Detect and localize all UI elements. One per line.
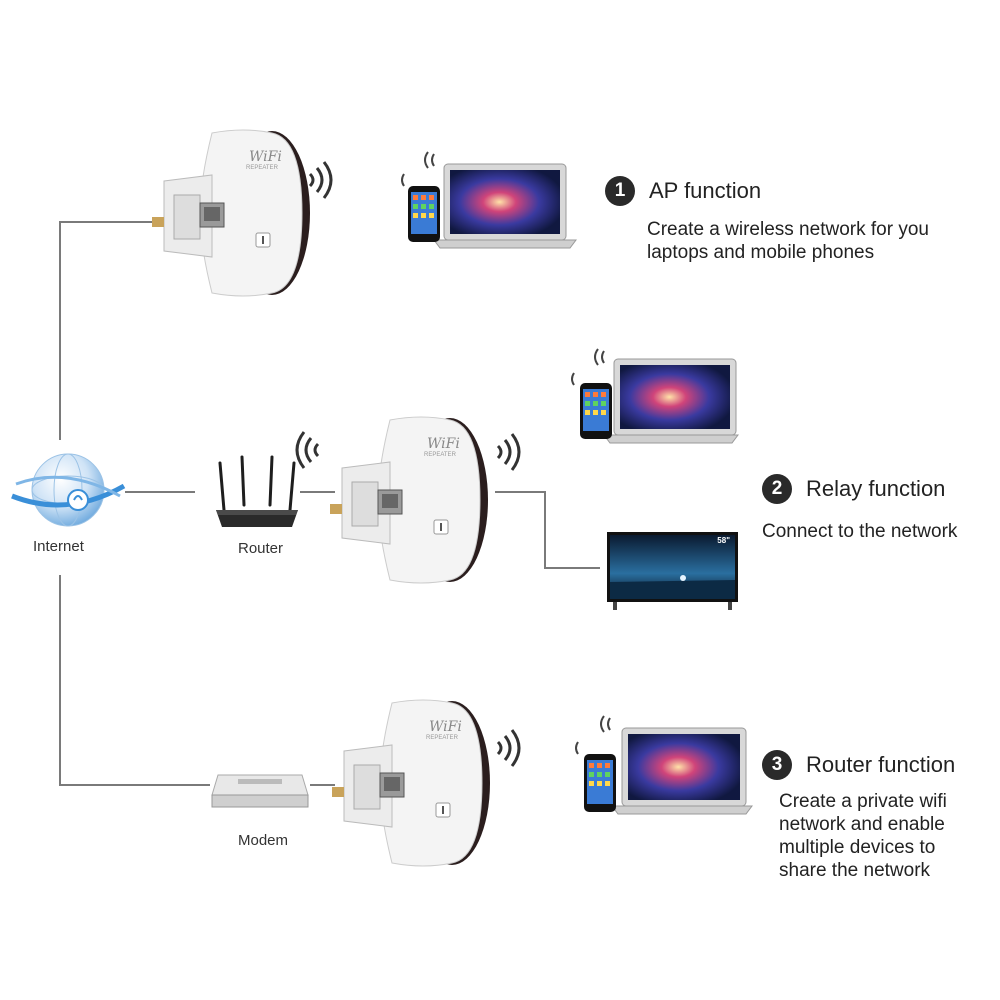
tv-size-badge: 58" — [717, 536, 730, 545]
repeater-device-icon — [152, 129, 310, 297]
repeater-subtitle: REPEATER — [246, 165, 278, 171]
laptop-phone-group-2 — [560, 345, 740, 445]
repeater-device-icon — [332, 699, 490, 867]
router-label: Router — [238, 540, 284, 557]
function-1-description: Create a wireless network for you laptop… — [647, 218, 929, 264]
function-3-desc-line: multiple devices to — [779, 837, 936, 858]
modem-icon — [211, 774, 309, 808]
laptop-icon — [571, 348, 739, 444]
function-1-title: AP function — [649, 178, 762, 203]
wifi-signal-icon — [308, 161, 333, 199]
router-icon — [216, 455, 298, 527]
function-3-number-badge: 3 — [762, 750, 792, 780]
repeater-subtitle: REPEATER — [426, 735, 458, 741]
repeater-device-icon — [330, 416, 488, 584]
modem-label: Modem — [238, 832, 289, 849]
wire-internet-ap — [59, 221, 160, 440]
repeater-router-fn: WiFi REPEATER — [332, 695, 502, 873]
tv-device: 58" — [605, 530, 740, 612]
modem-device — [208, 765, 312, 815]
function-2-title: Relay function — [806, 476, 946, 501]
function-3-description: Create a private wifi network and enable… — [779, 790, 947, 882]
function-3-desc-line: Create a private wifi — [779, 791, 947, 812]
tv-icon — [607, 532, 738, 610]
laptop-phone-group-3 — [570, 712, 755, 816]
wifi-signal-icon — [496, 729, 521, 767]
function-1-heading: 1 AP function — [605, 176, 761, 206]
globe-icon — [11, 453, 126, 527]
function-2-number-badge: 2 — [762, 474, 792, 504]
laptop-icon — [401, 151, 577, 249]
repeater-subtitle: REPEATER — [424, 452, 456, 458]
function-1-number-badge: 1 — [605, 176, 635, 206]
laptop-icon — [575, 715, 753, 815]
function-3-title: Router function — [806, 752, 956, 777]
function-2-heading: 2 Relay function — [762, 474, 945, 504]
function-3-desc-line: share the network — [779, 860, 931, 881]
repeater-brand: WiFi — [427, 436, 460, 452]
router-device — [212, 455, 302, 535]
function-1-desc-line: Create a wireless network for you — [647, 219, 929, 240]
repeater-ap: WiFi REPEATER — [152, 125, 322, 303]
internet-globe — [8, 440, 128, 540]
function-3-desc-line: network and enable — [779, 814, 945, 835]
internet-label: Internet — [33, 538, 84, 555]
function-2-description: Connect to the network — [762, 520, 957, 543]
function-3-heading: 3 Router function — [762, 750, 955, 780]
wifi-signal-icon — [295, 431, 320, 469]
function-1-desc-line: laptops and mobile phones — [647, 242, 875, 263]
wifi-signal-icon — [496, 433, 521, 471]
function-2-desc-line: Connect to the network — [762, 521, 958, 542]
repeater-relay: WiFi REPEATER — [330, 412, 500, 590]
wire-relay-tv — [495, 491, 600, 569]
repeater-brand: WiFi — [249, 149, 282, 165]
wire-internet-modem — [59, 575, 210, 786]
repeater-brand: WiFi — [429, 719, 462, 735]
laptop-phone-group-1 — [398, 150, 578, 250]
